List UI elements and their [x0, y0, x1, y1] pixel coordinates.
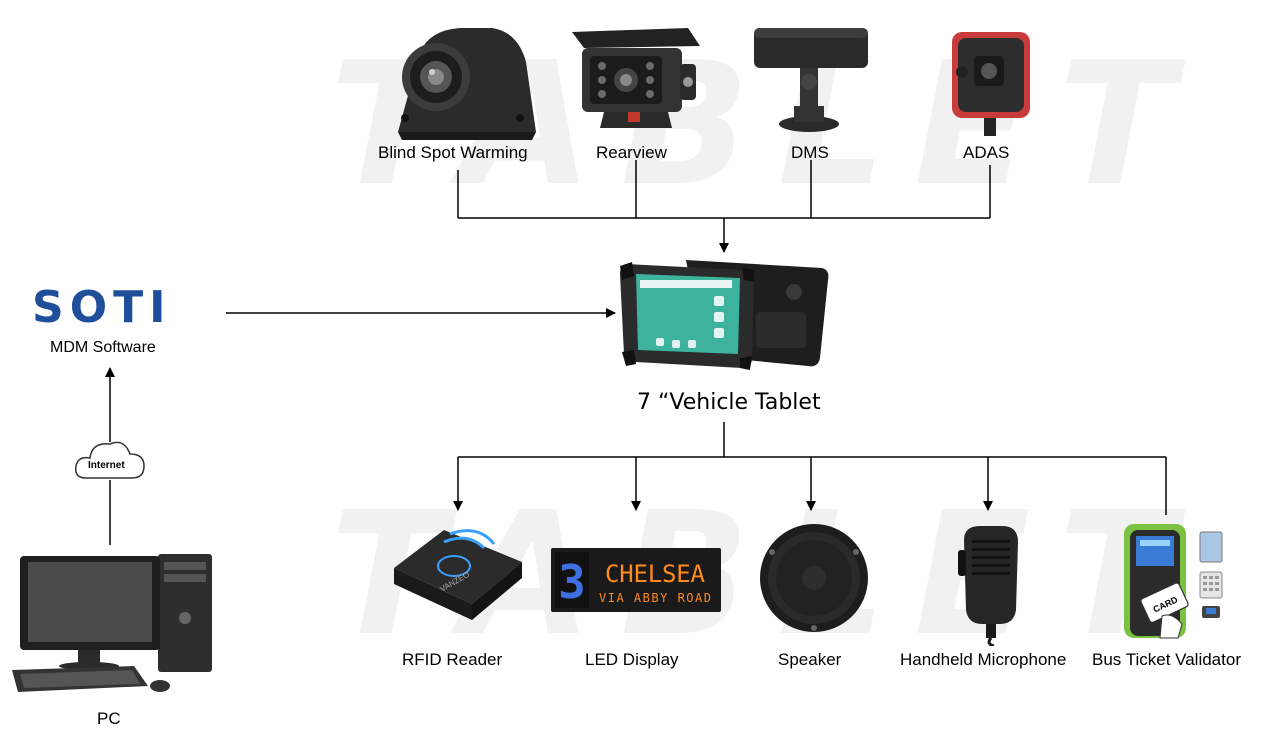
top-device-label-blind-spot: Blind Spot Warming	[378, 143, 528, 162]
bottom-device-label-microphone: Handheld Microphone	[900, 650, 1067, 669]
bottom-device-label-led: LED Display	[585, 650, 679, 669]
speaker-image	[760, 524, 868, 632]
soti-logo: SOTI	[32, 282, 192, 333]
bus-ticket-validator-image: CARD	[1124, 524, 1223, 639]
rearview-camera-image	[572, 28, 700, 128]
top-device-label-adas: ADAS	[963, 143, 1010, 162]
blind-spot-camera-image	[398, 28, 536, 140]
dms-camera-image	[754, 28, 868, 132]
pc-label: PC	[97, 709, 121, 728]
led-number-text: 3	[558, 555, 586, 609]
top-device-label-dms: DMS	[791, 143, 829, 162]
led-line2-text: VIA ABBY ROAD	[599, 591, 711, 605]
adas-camera-image	[952, 32, 1030, 136]
led-display-image: 3 CHELSEA VIA ABBY ROAD	[551, 548, 721, 612]
soti-label: MDM Software	[50, 339, 156, 356]
rfid-reader-image: VANZEO	[394, 529, 522, 620]
bottom-device-label-validator: Bus Ticket Validator	[1092, 650, 1241, 669]
bottom-device-label-speaker: Speaker	[778, 650, 842, 669]
center-tablet-label: 7 “Vehicle Tablet	[637, 390, 821, 415]
pc-image	[12, 554, 212, 692]
internet-label: Internet	[88, 460, 125, 471]
top-device-label-rearview: Rearview	[596, 143, 667, 162]
handheld-microphone-image	[958, 526, 1018, 646]
bottom-device-label-rfid: RFID Reader	[402, 650, 503, 669]
led-line1-text: CHELSEA	[605, 560, 706, 588]
internet-cloud-icon	[74, 441, 145, 479]
vehicle-tablet-image	[620, 260, 829, 370]
soti-logo-text: SOTI	[32, 282, 172, 333]
